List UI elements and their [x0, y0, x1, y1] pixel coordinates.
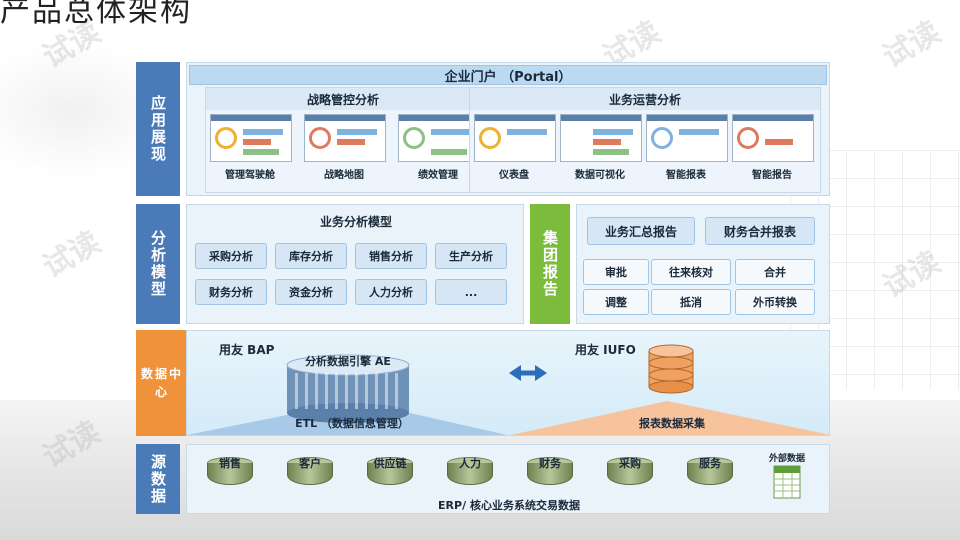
double-arrow	[509, 365, 547, 381]
model-item: 销售分析	[355, 243, 427, 269]
data-center-graphics	[187, 344, 831, 435]
model-title: 业务分析模型	[319, 215, 392, 229]
strategy-map-thumbnail	[304, 114, 386, 162]
spreadsheet-icon	[773, 465, 801, 499]
model-item: 库存分析	[275, 243, 347, 269]
db-icon: 人力	[447, 457, 493, 485]
group-item: 合并	[735, 259, 815, 285]
operations-item-label: 智能报表	[666, 170, 706, 181]
db-icon: 服务	[687, 457, 733, 485]
group-top-item: 业务汇总报告	[587, 217, 695, 245]
performance-thumbnail	[398, 114, 480, 162]
strategic-item-label: 绩效管理	[418, 170, 458, 181]
engine-stripes	[295, 373, 398, 409]
watermark: 试读	[37, 224, 107, 286]
db-icon: 财务	[527, 457, 573, 485]
db-icon: 客户	[287, 457, 333, 485]
operations-title: 业务运营分析	[470, 88, 820, 110]
etl-label: ETL （数据信息管理）	[295, 417, 409, 430]
group-report-panel: 业务汇总报告 财务合并报表 审批 往来核对 合并 调整 抵消 外币转换	[576, 204, 830, 324]
layer-label-data: 数据中心	[136, 330, 188, 436]
iufo-db-icon	[648, 344, 694, 394]
db-icon: 采购	[607, 457, 653, 485]
smart-brief-thumbnail	[732, 114, 814, 162]
gauge-thumbnail	[474, 114, 556, 162]
model-item: ...	[435, 279, 507, 305]
layer-label-source: 源数据	[136, 444, 180, 514]
group-item: 外币转换	[735, 289, 815, 315]
group-item: 往来核对	[651, 259, 731, 285]
strategic-item-label: 战略地图	[324, 170, 364, 181]
operations-item-label: 仪表盘	[499, 170, 529, 181]
strategic-title: 战略管控分析	[206, 88, 480, 110]
group-report-label: 集团报告	[530, 204, 570, 324]
collect-base	[511, 401, 831, 435]
strategic-panel: 战略管控分析 管理驾驶舱 战略地图 绩效管理	[205, 87, 481, 193]
db-label: 客户	[299, 457, 321, 470]
model-item: 资金分析	[275, 279, 347, 305]
db-icon: 销售	[207, 457, 253, 485]
layer-data: 用友 BAP 分析数据引擎 AE ETL （数据信息管理） 用友 IUFO 报表…	[186, 330, 831, 436]
erp-label: ERP/ 核心业务系统交易数据	[438, 499, 580, 512]
operations-item-label: 数据可视化	[575, 170, 625, 181]
group-item: 审批	[583, 259, 649, 285]
strategic-item-label: 管理驾驶舱	[225, 170, 275, 181]
engine-label: 分析数据引擎 AE	[305, 355, 391, 368]
smart-report-thumbnail	[646, 114, 728, 162]
model-item: 采购分析	[195, 243, 267, 269]
layer-source: 销售 客户 供应链 人力 财务 采购 服务 外部数据 ERP/ 核心业务系统交易…	[186, 444, 830, 514]
group-top-item: 财务合并报表	[705, 217, 815, 245]
layer-app: 企业门户 （Portal） 战略管控分析 管理驾驶舱 战略地图 绩效管理 业务运…	[186, 62, 830, 196]
dashboard-thumbnail	[210, 114, 292, 162]
model-item: 财务分析	[195, 279, 267, 305]
group-item: 调整	[583, 289, 649, 315]
group-item: 抵消	[651, 289, 731, 315]
db-label: 财务	[539, 457, 561, 470]
page-title: 产品总体架构	[0, 0, 192, 29]
bap-label: 用友 BAP	[219, 343, 275, 357]
watermark: 试读	[877, 14, 947, 76]
model-item: 人力分析	[355, 279, 427, 305]
collect-label: 报表数据采集	[639, 417, 705, 430]
analysis-model-panel: 业务分析模型 采购分析 库存分析 销售分析 生产分析 财务分析 资金分析 人力分…	[186, 204, 524, 324]
iufo-label: 用友 IUFO	[575, 343, 636, 357]
model-item: 生产分析	[435, 243, 507, 269]
db-label: 销售	[219, 457, 241, 470]
operations-panel: 业务运营分析 仪表盘 数据可视化 智能报表 智能报告	[469, 87, 821, 193]
db-label: 供应链	[373, 457, 407, 470]
layer-label-analysis: 分析模型	[136, 204, 180, 324]
portal-bar: 企业门户 （Portal）	[189, 65, 827, 85]
layer-label-app: 应用展现	[136, 62, 180, 196]
db-icon: 供应链	[367, 457, 413, 485]
db-label: 采购	[619, 457, 641, 470]
external-data-label: 外部数据	[768, 454, 805, 464]
db-label: 服务	[699, 457, 721, 470]
operations-item-label: 智能报告	[752, 170, 792, 181]
visualization-thumbnail	[560, 114, 642, 162]
db-label: 人力	[459, 457, 481, 470]
